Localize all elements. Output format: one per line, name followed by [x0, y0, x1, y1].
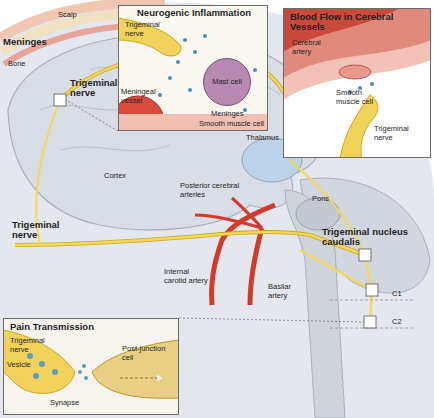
inset-title: Blood Flow in Cerebral Vessels — [290, 12, 400, 32]
inset-art — [3, 318, 179, 415]
part-label: Post-junction cell — [122, 345, 172, 362]
internal-carotid — [212, 205, 275, 305]
part-label: Smooth muscle cell — [336, 89, 386, 106]
segment-line — [330, 300, 415, 328]
part-label: Trigeminal nerve — [374, 125, 424, 142]
head-shade — [0, 3, 434, 418]
inset-title: Neurogenic Inflammation — [119, 8, 269, 18]
brainstem — [285, 190, 345, 418]
mast-cell: Mast cell — [203, 58, 251, 106]
part-label: Trigeminal nerve — [70, 78, 126, 98]
part-label: Meninges — [3, 37, 63, 47]
part-label: Thalamus — [246, 134, 296, 143]
part-label: Meningeal vessel — [121, 88, 159, 105]
inset-panel: Blood Flow in Cerebral VesselsCerebral a… — [283, 8, 431, 158]
basilar — [250, 228, 262, 305]
inset-art — [118, 5, 268, 131]
part-label: Basilar artery — [268, 283, 308, 300]
part-label: Trigeminal nerve — [125, 21, 173, 38]
trigeminal-path — [15, 232, 365, 255]
part-label: Pons — [312, 195, 342, 204]
inset-title: Pain Transmission — [10, 322, 130, 332]
part-label: Cerebral artery — [292, 39, 334, 56]
part-label: Trigeminal nerve — [10, 337, 55, 354]
part-label: Cortex — [104, 172, 144, 181]
part-label: C2 — [392, 318, 412, 327]
part-label: Smooth muscle cell — [199, 120, 267, 129]
part-label: Mast cell — [204, 78, 250, 87]
inset-art — [283, 8, 431, 158]
inset-panel: Neurogenic InflammationTrigeminal nerveM… — [118, 5, 268, 131]
part-label: Bone — [8, 60, 48, 69]
part-label: Trigeminal nucleus caudalis — [322, 227, 430, 247]
part-label: Internal carotid artery — [164, 268, 212, 285]
part-label: Scalp — [58, 11, 98, 20]
part-label: Meninges — [211, 110, 261, 119]
part-label: C1 — [392, 290, 412, 299]
part-label: Trigeminal nerve — [12, 220, 72, 240]
part-label: Synapse — [50, 399, 90, 408]
inset-panel: Pain TransmissionTrigeminal nerveVesicle… — [3, 318, 179, 415]
part-label: Posterior cerebral arteries — [180, 182, 240, 199]
nucleus-tract — [300, 250, 372, 322]
posterior-cerebral — [195, 198, 262, 228]
part-label: Vesicle — [7, 361, 47, 370]
